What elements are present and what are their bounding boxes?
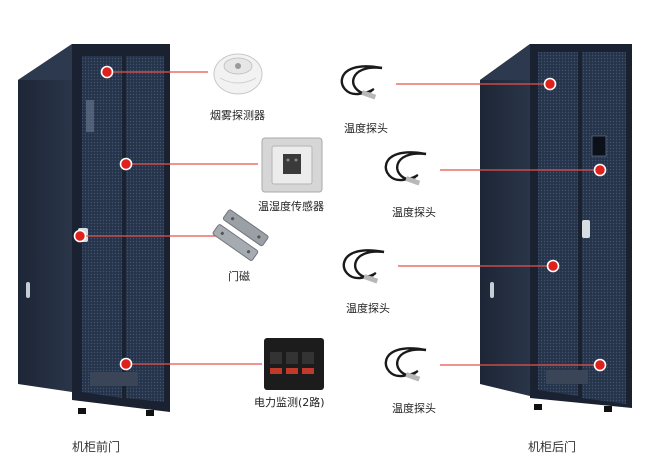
temp-probe-1-icon (340, 54, 396, 110)
label-temp-probe-4: 温度探头 (392, 402, 436, 415)
rear-door-handle (582, 220, 590, 238)
callout-lines (80, 71, 600, 366)
front-cabinet-side-handle (26, 282, 30, 298)
rear-cabinet-side-panel (480, 44, 530, 396)
callout-dots (73, 65, 607, 372)
smoke-detector-icon (210, 42, 266, 98)
label-door-contact: 门磁 (228, 270, 250, 283)
caption-front-door: 机柜前门 (72, 440, 121, 454)
callout-dot-smoke (100, 65, 114, 79)
callout-dot-probe-2 (593, 163, 607, 177)
callout-dot-door (73, 229, 87, 243)
callout-dot-power (119, 357, 133, 371)
front-cabinet (18, 44, 170, 416)
temp-probe-4-icon (384, 336, 440, 392)
label-temp-probe-3: 温度探头 (346, 302, 390, 315)
label-smoke-detector: 烟雾探测器 (210, 109, 265, 122)
label-temp-probe-1: 温度探头 (344, 122, 388, 135)
label-temp-humidity-sensor: 温湿度传感器 (258, 200, 324, 213)
door-contact-sensor-icon (212, 209, 269, 261)
power-monitor-icon (264, 338, 324, 390)
rear-cabinet (480, 44, 632, 412)
temp-probe-2-icon (384, 140, 440, 196)
front-door-left-panel (82, 56, 122, 398)
callout-dot-probe-3 (546, 259, 560, 273)
front-cabinet-side-panel (18, 44, 72, 392)
callout-dot-probe-4 (593, 358, 607, 372)
label-power-monitor: 电力监测(2路) (254, 396, 325, 409)
temp-humidity-sensor-icon (261, 137, 323, 193)
temp-probe-3-icon (342, 238, 398, 294)
rear-door-left-panel (538, 52, 578, 396)
callout-dot-temp-humidity (119, 157, 133, 171)
front-door-right-panel (126, 56, 164, 402)
callout-dot-probe-1 (543, 77, 557, 91)
label-temp-probe-2: 温度探头 (392, 206, 436, 219)
rear-door-display (591, 135, 607, 157)
caption-rear-door: 机柜后门 (528, 440, 577, 454)
